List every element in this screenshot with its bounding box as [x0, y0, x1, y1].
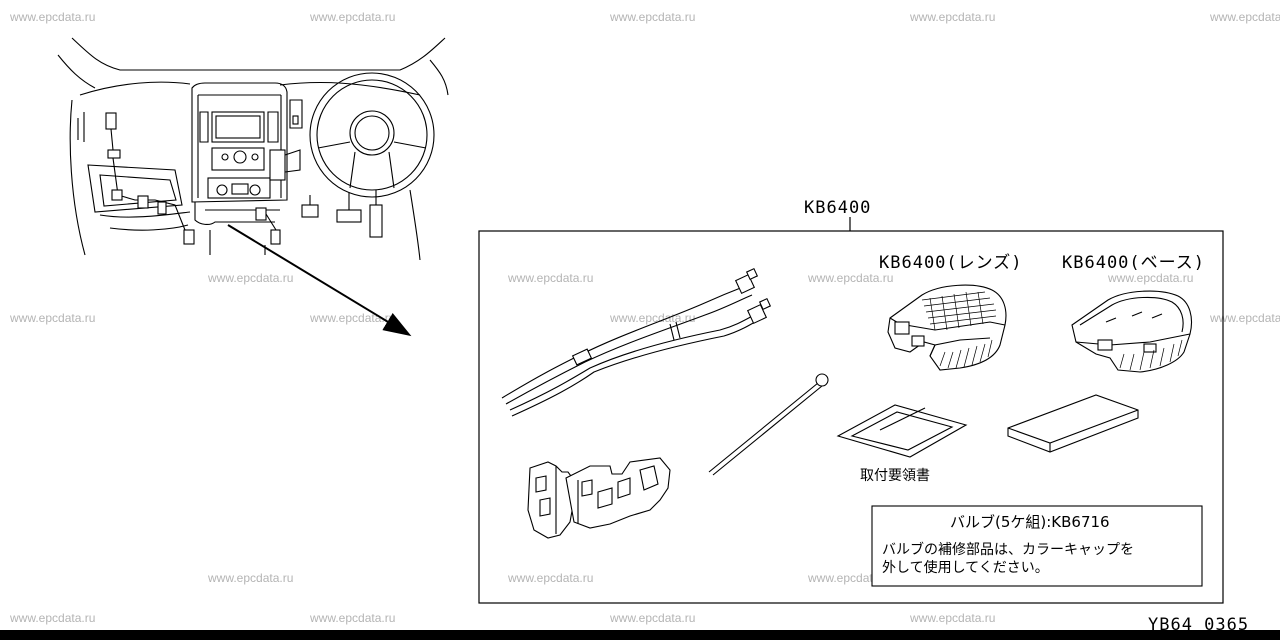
watermark: www.epcdata.ru — [1107, 271, 1193, 285]
bulb-note-box: バルブ(5ケ組):KB6716 バルブの補修部品は、カラーキャップを 外して使用… — [871, 505, 1203, 587]
base-illustration: KB6400(ベース) — [1062, 253, 1205, 373]
note-line-2: バルブの補修部品は、カラーキャップを — [882, 541, 1134, 558]
watermark: www.epcdata.ru — [609, 611, 695, 625]
watermark: www.epcdata.ru — [909, 611, 995, 625]
installation-manual-illustration: 取付要領書 — [836, 404, 968, 484]
watermark: www.epcdata.ru — [9, 10, 95, 24]
watermark: www.epcdata.ru — [309, 611, 395, 625]
manual-label: 取付要領書 — [860, 467, 930, 484]
watermark: www.epcdata.ru — [909, 10, 995, 24]
watermark: www.epcdata.ru — [1209, 10, 1280, 24]
cable-tie-illustration — [708, 373, 829, 476]
kit-part-number: KB6400 — [804, 198, 871, 218]
note-line-1: バルブ(5ケ組):KB6716 — [950, 513, 1110, 531]
watermark: www.epcdata.ru — [309, 311, 395, 325]
watermark: www.epcdata.ru — [309, 10, 395, 24]
watermark: www.epcdata.ru — [207, 571, 293, 585]
bottom-bar — [0, 630, 1280, 640]
dashboard-illustration — [57, 37, 449, 337]
base-label: KB6400(ベース) — [1062, 253, 1205, 273]
watermark: www.epcdata.ru — [609, 311, 695, 325]
note-line-3: 外して使用してください。 — [882, 559, 1049, 576]
watermark: www.epcdata.ru — [507, 271, 593, 285]
watermark: www.epcdata.ru — [9, 611, 95, 625]
watermark: www.epcdata.ru — [609, 10, 695, 24]
watermark: www.epcdata.ru — [807, 271, 893, 285]
wire-harness-illustration — [501, 267, 772, 417]
watermark: www.epcdata.ru — [507, 571, 593, 585]
bracket-illustration — [527, 457, 671, 539]
watermark: www.epcdata.ru — [207, 271, 293, 285]
watermark: www.epcdata.ru — [1209, 311, 1280, 325]
watermark: www.epcdata.ru — [9, 311, 95, 325]
kit-box: KB6400 — [478, 198, 1224, 604]
lens-illustration: KB6400(レンズ) — [879, 253, 1023, 371]
pad-illustration — [1007, 394, 1139, 453]
lens-label: KB6400(レンズ) — [879, 253, 1023, 273]
